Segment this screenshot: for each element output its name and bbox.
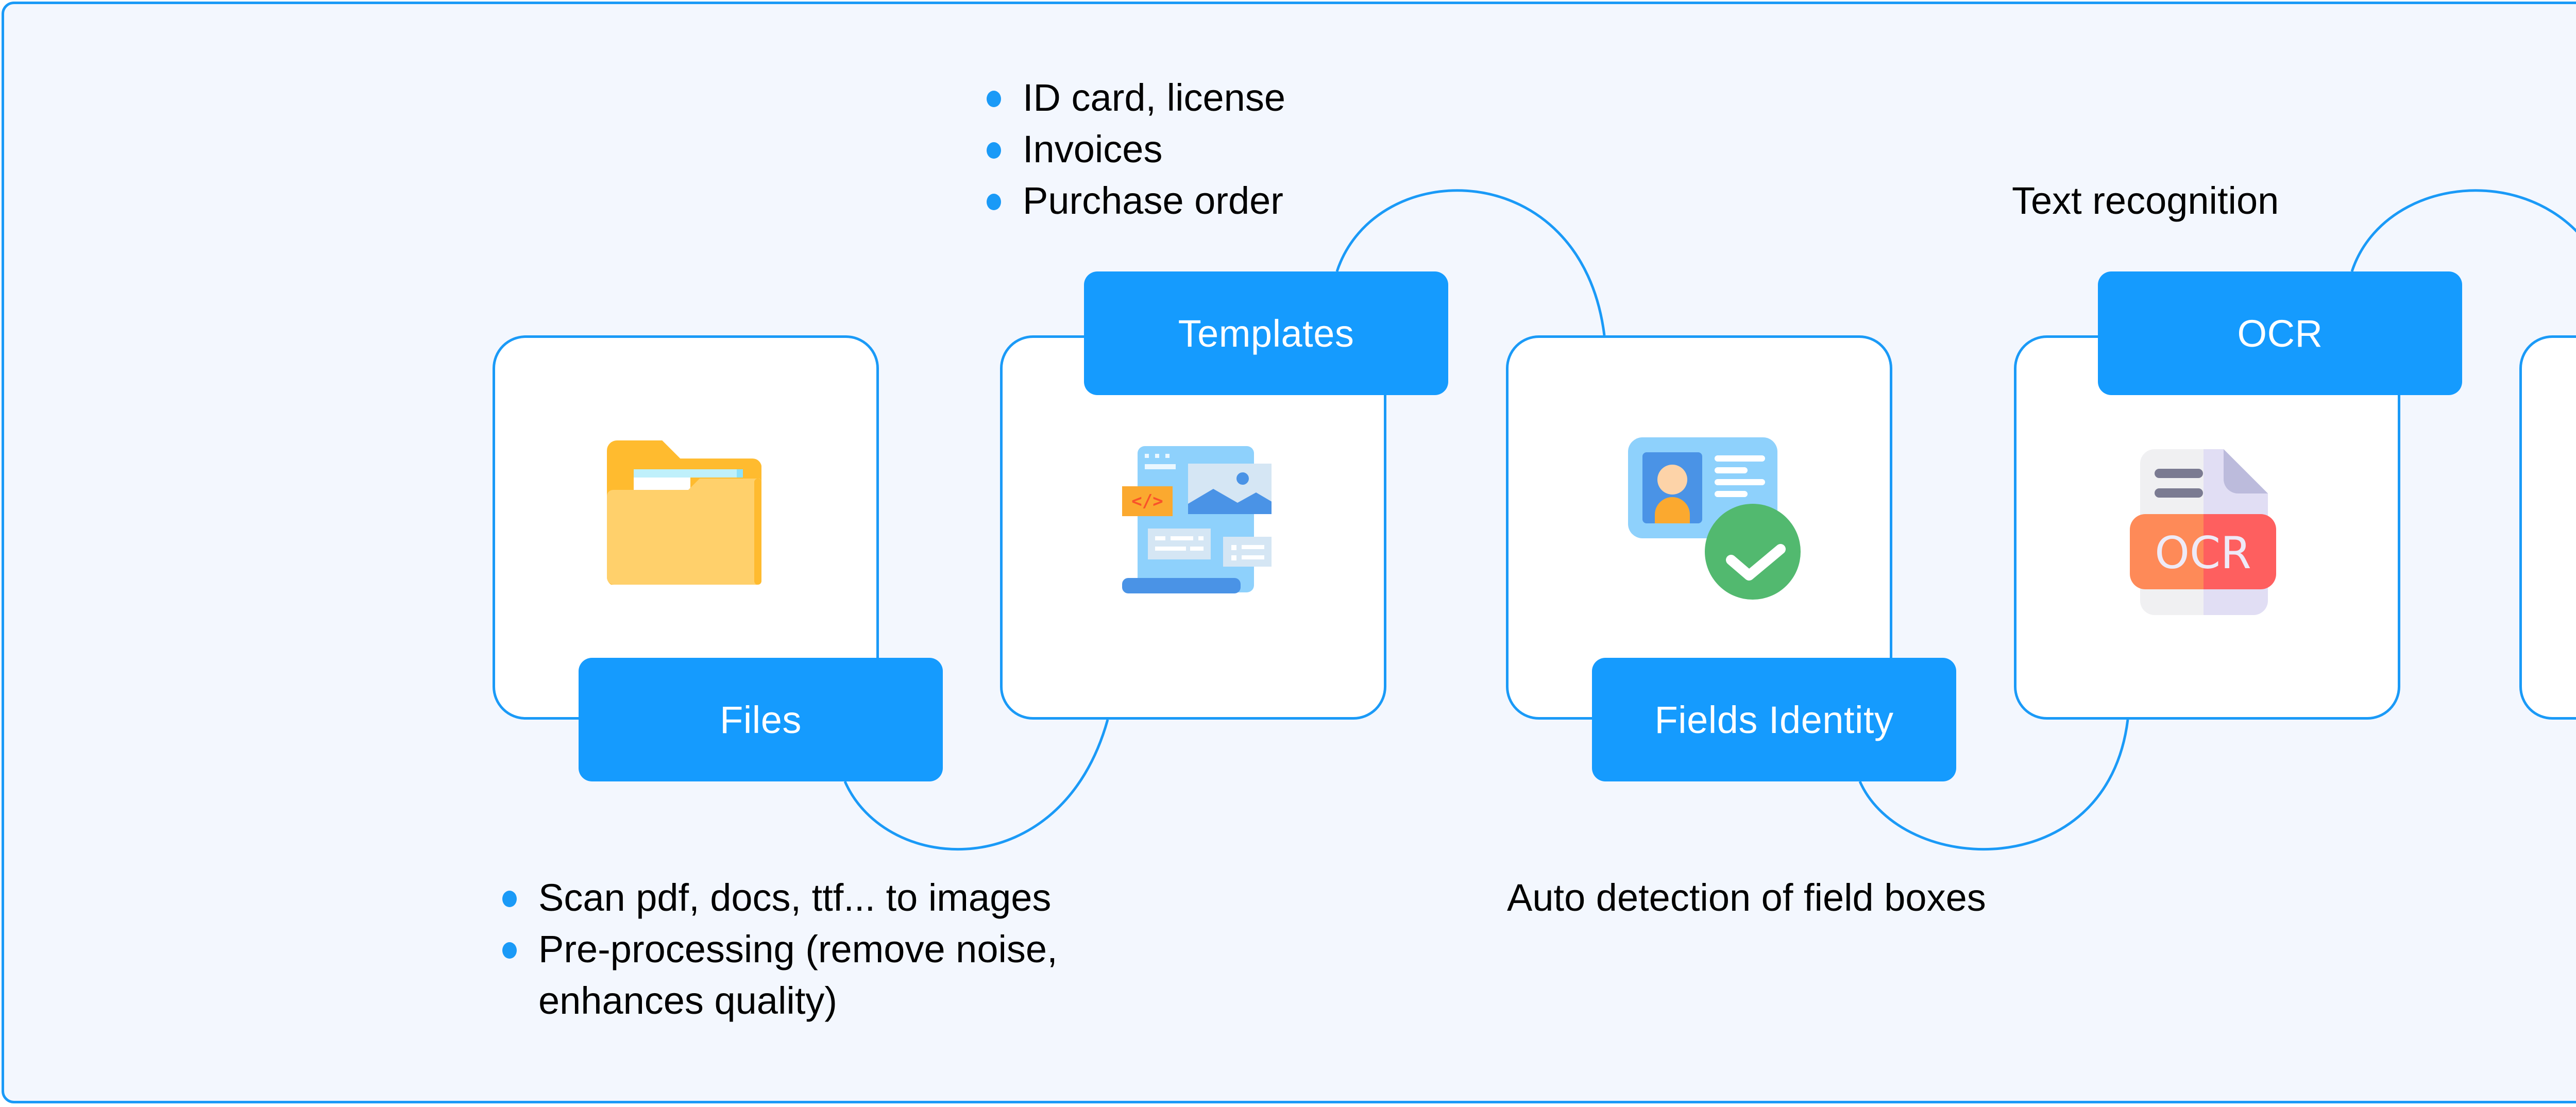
- step-label-files[interactable]: Files: [579, 658, 943, 781]
- note-item: ID card, license: [987, 72, 1285, 124]
- fields-identity-note: Auto detection of field boxes: [1507, 876, 1986, 919]
- connector-ocr-to-storage: [2350, 189, 2576, 272]
- step-card-storage: [2519, 335, 2576, 720]
- bullet-icon: [987, 194, 1001, 210]
- bullet-icon: [502, 891, 517, 907]
- connector-fields-to-ocr: [1858, 719, 2129, 851]
- note-item: Purchase order: [987, 175, 1285, 227]
- step-label-templates[interactable]: Templates: [1084, 271, 1448, 395]
- bullet-icon: [987, 91, 1001, 107]
- files-notes: Scan pdf, docs, ttf... to images Pre-pro…: [502, 872, 1058, 1027]
- ocr-note: Text recognition: [2012, 179, 2279, 222]
- bullet-icon: [502, 942, 517, 959]
- connector-files-to-templates: [843, 719, 1109, 850]
- step-card-ocr: [2014, 335, 2400, 720]
- ocr-document-icon: OCR: [2130, 449, 2276, 615]
- note-item: Pre-processing (remove noise,: [502, 924, 1058, 975]
- bullet-icon: [987, 142, 1001, 159]
- note-item: Invoices: [987, 124, 1285, 175]
- connector-templates-to-fields: [1335, 189, 1606, 336]
- step-label-fields-identity[interactable]: Fields Identity: [1592, 658, 1956, 781]
- web-template-icon: </>: [1122, 446, 1272, 593]
- step-label-ocr[interactable]: OCR: [2098, 271, 2462, 395]
- svg-text:</>: </>: [1131, 491, 1163, 512]
- ocr-badge-text: OCR: [2155, 527, 2251, 579]
- id-card-check-icon: [1628, 437, 1801, 600]
- folder-icon: [607, 440, 761, 585]
- note-item-continuation: enhances quality): [538, 979, 838, 1022]
- templates-notes: ID card, license Invoices Purchase order: [987, 72, 1285, 227]
- note-item: Scan pdf, docs, ttf... to images: [502, 872, 1058, 924]
